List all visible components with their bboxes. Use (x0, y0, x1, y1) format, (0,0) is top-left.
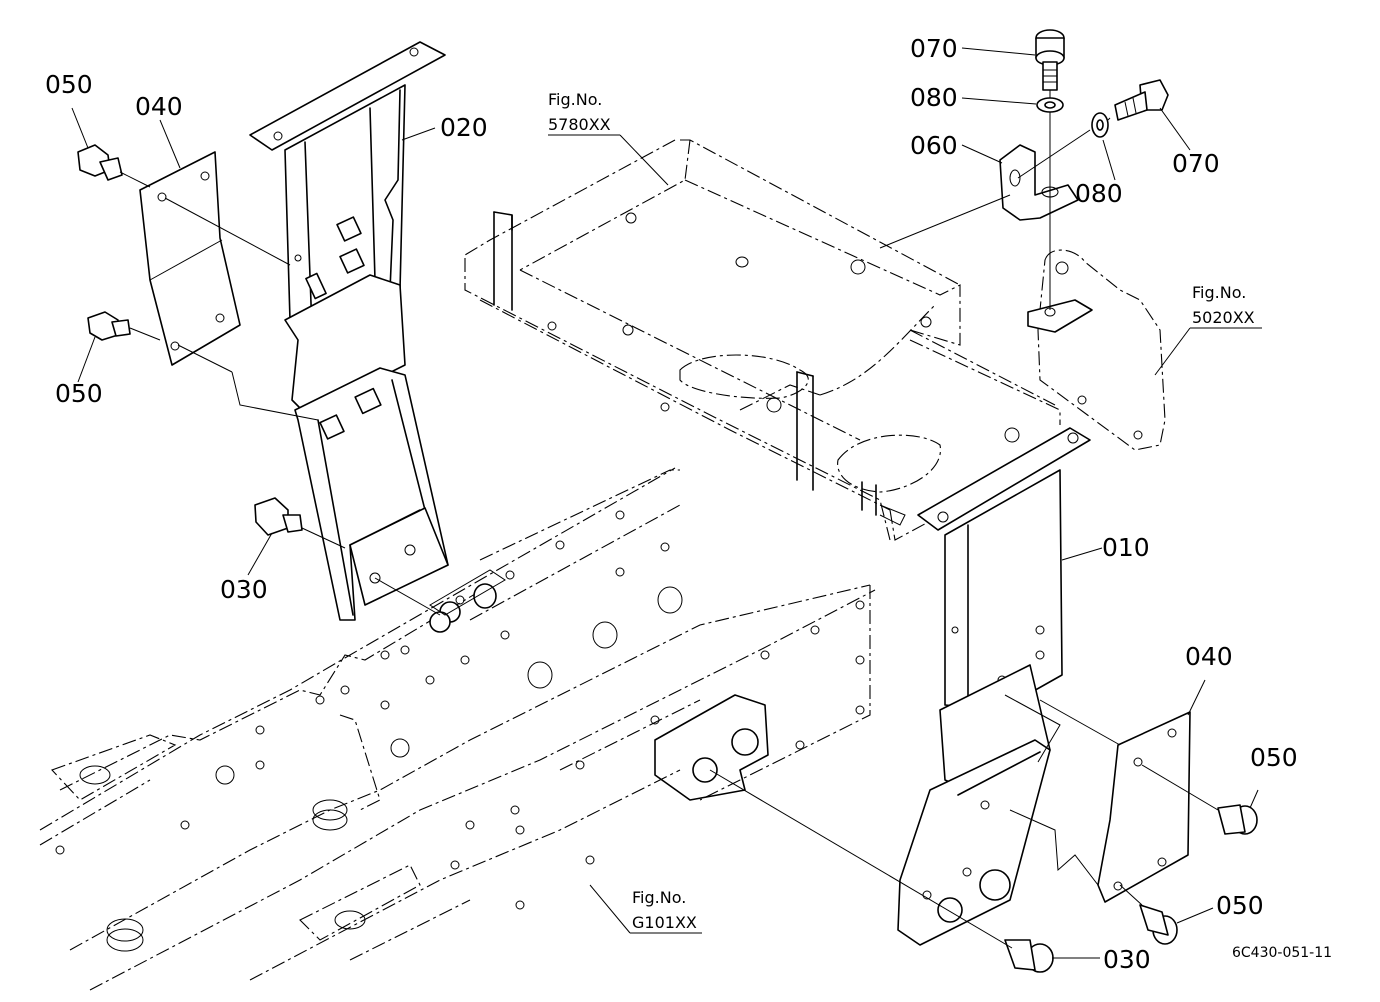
callout-050-lower-right: 050 (1216, 891, 1264, 920)
callout-040-right: 040 (1185, 642, 1233, 671)
callout-080-top: 080 (910, 83, 958, 112)
part-030-bolts (254, 497, 1054, 973)
fig-ref-number-5020: 5020XX (1192, 308, 1255, 327)
callout-040-left: 040 (135, 92, 183, 121)
part-020-upper-post (249, 41, 446, 331)
fender-bracket (1027, 249, 1166, 451)
callout-030-left: 030 (220, 575, 268, 604)
callout-010: 010 (1102, 533, 1150, 562)
part-020-lower-section (284, 274, 449, 621)
callout-030-right: 030 (1103, 945, 1151, 974)
callout-060: 060 (910, 131, 958, 160)
fig-ref-number-g101: G101XX (632, 913, 697, 932)
leader-lines (71, 47, 1262, 959)
callout-labels: 010 020 030 030 040 040 050 050 050 050 … (45, 34, 1298, 974)
callout-070-right: 070 (1172, 149, 1220, 178)
callout-050-upper-right: 050 (1250, 743, 1298, 772)
callout-020: 020 (440, 113, 488, 142)
part-050-bolts (77, 144, 1258, 945)
drawing-code: 6C430-051-11 (1232, 945, 1332, 961)
part-010-right-post (897, 427, 1091, 946)
part-060-bracket (999, 144, 1079, 221)
callout-050-lower-left: 050 (55, 379, 103, 408)
part-040-left-plate (139, 151, 241, 366)
frame-rails (39, 467, 876, 991)
callout-050-upper-left: 050 (45, 70, 93, 99)
fig-ref-number-5780: 5780XX (548, 115, 611, 134)
floor-platform (464, 139, 1061, 541)
part-070-bolts (1035, 29, 1169, 121)
callout-080-right: 080 (1075, 179, 1123, 208)
part-080-washers (1036, 97, 1109, 138)
callout-070-top: 070 (910, 34, 958, 63)
fig-ref-label-5780: Fig.No. (548, 90, 602, 109)
fig-ref-label-5020: Fig.No. (1192, 283, 1246, 302)
figure-references: Fig.No. 5780XX Fig.No. 5020XX Fig.No. G1… (548, 90, 1255, 932)
fig-ref-label-g101: Fig.No. (632, 888, 686, 907)
